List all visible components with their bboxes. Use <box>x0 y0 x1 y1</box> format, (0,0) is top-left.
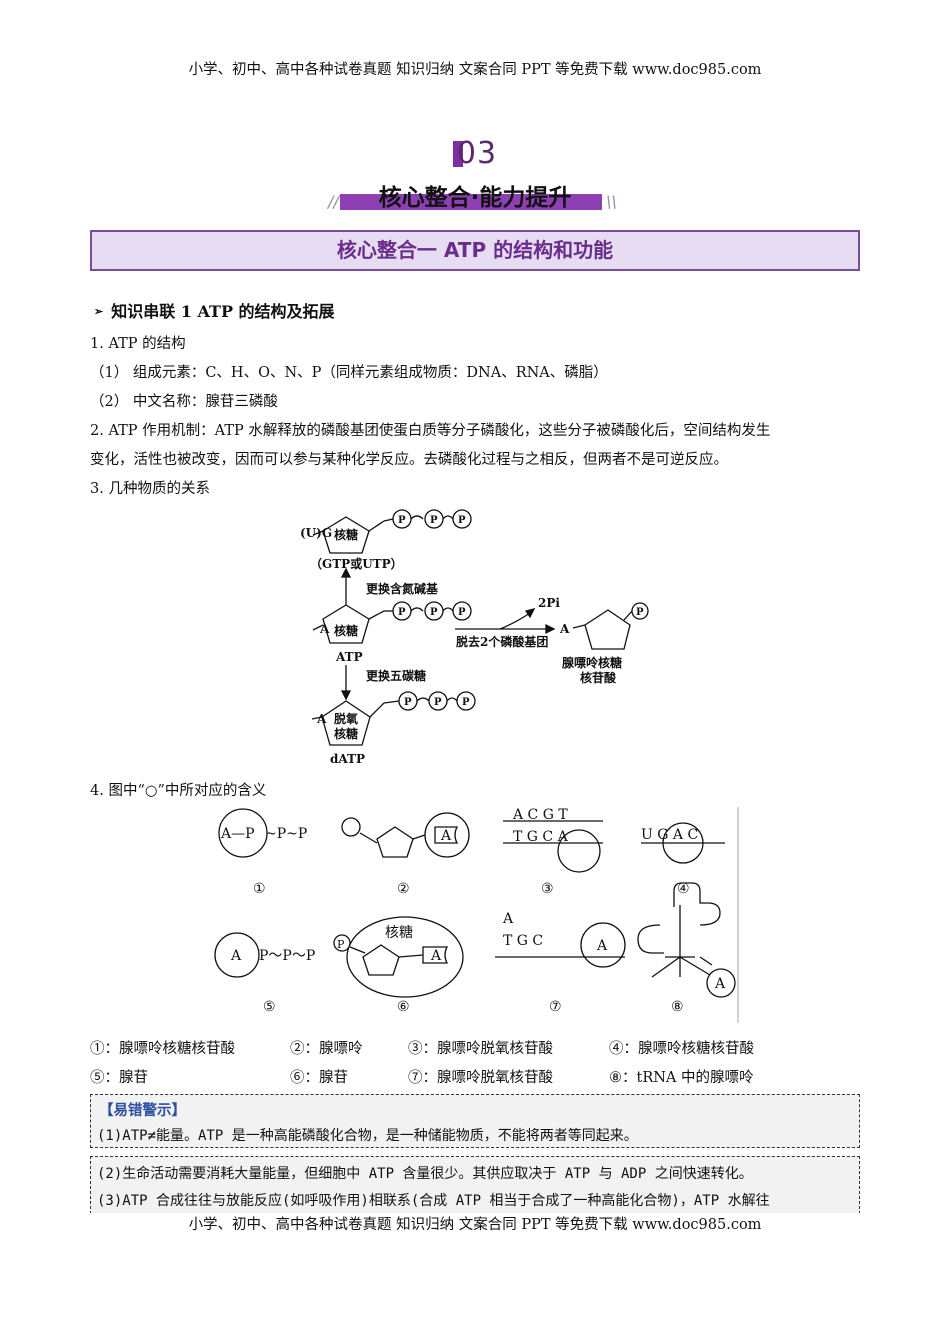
tip-box-1: 【易错警示】 (1)ATP≠能量。ATP 是一种高能磷酸化合物，是一种储能物质，… <box>90 1094 860 1148</box>
legend-5: ⑤：腺苷 <box>90 1070 148 1086</box>
fig1-mid-p1: P <box>398 607 406 618</box>
fig2-f3-top: A C G T <box>512 807 568 823</box>
fig1-right-base: A <box>559 622 570 636</box>
fig2-f4-text: U G A C <box>641 827 698 843</box>
fig1-arrow-right-top: 2Pi <box>538 596 560 610</box>
page-header: 小学、初中、高中各种试卷真题 知识归纳 文案合同 PPT 等免费下载 www.d… <box>188 62 762 78</box>
legend-8: ⑧：tRNA 中的腺嘌呤 <box>609 1070 754 1086</box>
fig1-bottom-sugar-2: 核糖 <box>334 726 358 741</box>
item-1b: （2） 中文名称：腺苷三磷酸 <box>90 394 278 410</box>
fig2-f6-p: P <box>337 938 345 951</box>
banner-deco-right: \\ <box>606 192 617 211</box>
fig1-bottom-base: A <box>316 712 327 726</box>
fig2-f3-num: ③ <box>541 881 554 897</box>
fig2-f2-base: A <box>440 828 452 844</box>
fig2-f5-rest: P～P～P <box>259 948 315 964</box>
fig2-f7-top: A <box>502 911 514 927</box>
fig1-top-caption: （GTP或UTP） <box>310 556 403 571</box>
fig1-mid-p3: P <box>458 607 466 618</box>
fig1-arrow-up-label: 更换含氮碱基 <box>366 581 439 596</box>
legend-2: ②：腺嘌呤 <box>290 1041 363 1057</box>
item-1a: （1） 组成元素：C、H、O、N、P（同样元素组成物质：DNA、RNA、磷脂） <box>90 365 608 381</box>
fig2-f6-num: ⑥ <box>397 999 410 1015</box>
fig1-right-caption-1: 腺嘌呤核糖 <box>562 655 622 670</box>
page-footer: 小学、初中、高中各种试卷真题 知识归纳 文案合同 PPT 等免费下载 www.d… <box>0 1213 950 1234</box>
tip-box-2: (2)生命活动需要消耗大量能量，但细胞中 ATP 含量很少。其供应取决于 ATP… <box>90 1156 860 1214</box>
fig2-f1-text-b: ~P~P <box>265 826 307 842</box>
fig1-top-p1: P <box>398 515 406 526</box>
fig1-bottom-sugar-1: 脱氧 <box>334 711 358 726</box>
fig2-f1-num: ① <box>253 881 266 897</box>
bottom-pentagon <box>321 700 371 746</box>
item-4: 4. 图中“○”中所对应的含义 <box>90 783 267 799</box>
top-pentagon <box>322 516 370 554</box>
fig2-f7-a: A <box>596 938 608 954</box>
item-3: 3. 几种物质的关系 <box>90 481 210 497</box>
fig2-f8-num: ⑧ <box>671 999 684 1015</box>
fig1-top-p2: P <box>430 515 438 526</box>
mid-pentagon <box>322 604 370 644</box>
tip-line-1: (1)ATP≠能量。ATP 是一种高能磷酸化合物，是一种储能物质，不能将两者等同… <box>97 1128 638 1144</box>
chapter-banner: 03 核心整合·能力提升 // \\ <box>300 136 650 218</box>
fig2-f2-num: ② <box>397 881 410 897</box>
legend-1: ①：腺嘌呤核糖核苷酸 <box>90 1041 235 1057</box>
right-pentagon <box>584 609 631 650</box>
fig1-bottom-p1: P <box>404 697 412 708</box>
chapter-number: 03 <box>300 136 650 171</box>
fig1-bottom-p2: P <box>434 697 442 708</box>
tip-line-3: (3)ATP 合成往往与放能反应(如呼吸作用)相联系(合成 ATP 相当于合成了… <box>97 1193 770 1209</box>
fig1-mid-base: A <box>319 622 330 636</box>
fig1-mid-p2: P <box>430 607 438 618</box>
tip-title: 【易错警示】 <box>99 1103 186 1119</box>
section-title: 核心整合一 ATP 的结构和功能 <box>90 230 860 271</box>
fig2-f6-base: A <box>430 948 442 964</box>
fig2-f4-num: ④ <box>677 881 690 897</box>
item-1: 1. ATP 的结构 <box>90 336 186 352</box>
fig1-mid-caption: ATP <box>335 650 363 664</box>
fig2-f8-a: A <box>714 976 726 992</box>
legend-4: ④：腺嘌呤核糖核苷酸 <box>609 1041 754 1057</box>
fig2-f5-num: ⑤ <box>263 999 276 1015</box>
fig1-top-base: (U)G <box>300 526 332 540</box>
banner-deco-left: // <box>328 192 339 211</box>
fig1-arrow-down-label: 更换五碳糖 <box>366 668 426 683</box>
figure-atp-relations: (U)G 核糖 P P P （GTP或UTP） 更换含氮碱基 A 核糖 P P … <box>300 509 649 766</box>
fig1-arrow-right-bottom: 脱去2个磷酸基团 <box>456 634 548 649</box>
fig1-bottom-caption: dATP <box>330 752 365 766</box>
legend-6: ⑥：腺苷 <box>290 1070 348 1086</box>
legend-7: ⑦：腺嘌呤脱氧核苷酸 <box>408 1070 553 1086</box>
fig2-f7-bottom: T G C <box>503 933 543 949</box>
chapter-title: 核心整合·能力提升 <box>378 185 572 211</box>
fig2-f5-a: A <box>230 948 242 964</box>
item-2a: 2. ATP 作用机制：ATP 水解释放的磷酸基团使蛋白质等分子磷酸化，这些分子… <box>90 423 771 439</box>
fig1-right-caption-2: 核苷酸 <box>580 670 617 685</box>
figure-circle-meanings: A—P ~P~P ① A ② A C G T T G C A ③ U G A C… <box>214 807 739 1023</box>
fig1-bottom-p3: P <box>462 697 470 708</box>
fig2-f7-num: ⑦ <box>549 999 562 1015</box>
banner-band <box>340 194 602 210</box>
heading-knowledge-1: ➢知识串联 1 ATP 的结构及拓展 <box>94 302 335 321</box>
tip-line-2: (2)生命活动需要消耗大量能量，但细胞中 ATP 含量很少。其供应取决于 ATP… <box>97 1166 753 1182</box>
item-2b: 变化，活性也被改变，因而可以参与某种化学反应。去磷酸化过程与之相反，但两者不是可… <box>90 452 728 468</box>
fig2-f6-sugar: 核糖 <box>385 925 413 941</box>
fig1-right-p: P <box>636 607 644 618</box>
legend-3: ③：腺嘌呤脱氧核苷酸 <box>408 1041 553 1057</box>
fig1-mid-sugar: 核糖 <box>334 623 358 638</box>
fig1-top-p3: P <box>458 515 466 526</box>
fig2-f3-bottom: T G C A <box>513 829 569 845</box>
fig1-top-sugar: 核糖 <box>334 527 358 542</box>
arrow-bullet-icon: ➢ <box>94 305 104 318</box>
fig2-f1-text-a: A—P <box>220 826 255 842</box>
